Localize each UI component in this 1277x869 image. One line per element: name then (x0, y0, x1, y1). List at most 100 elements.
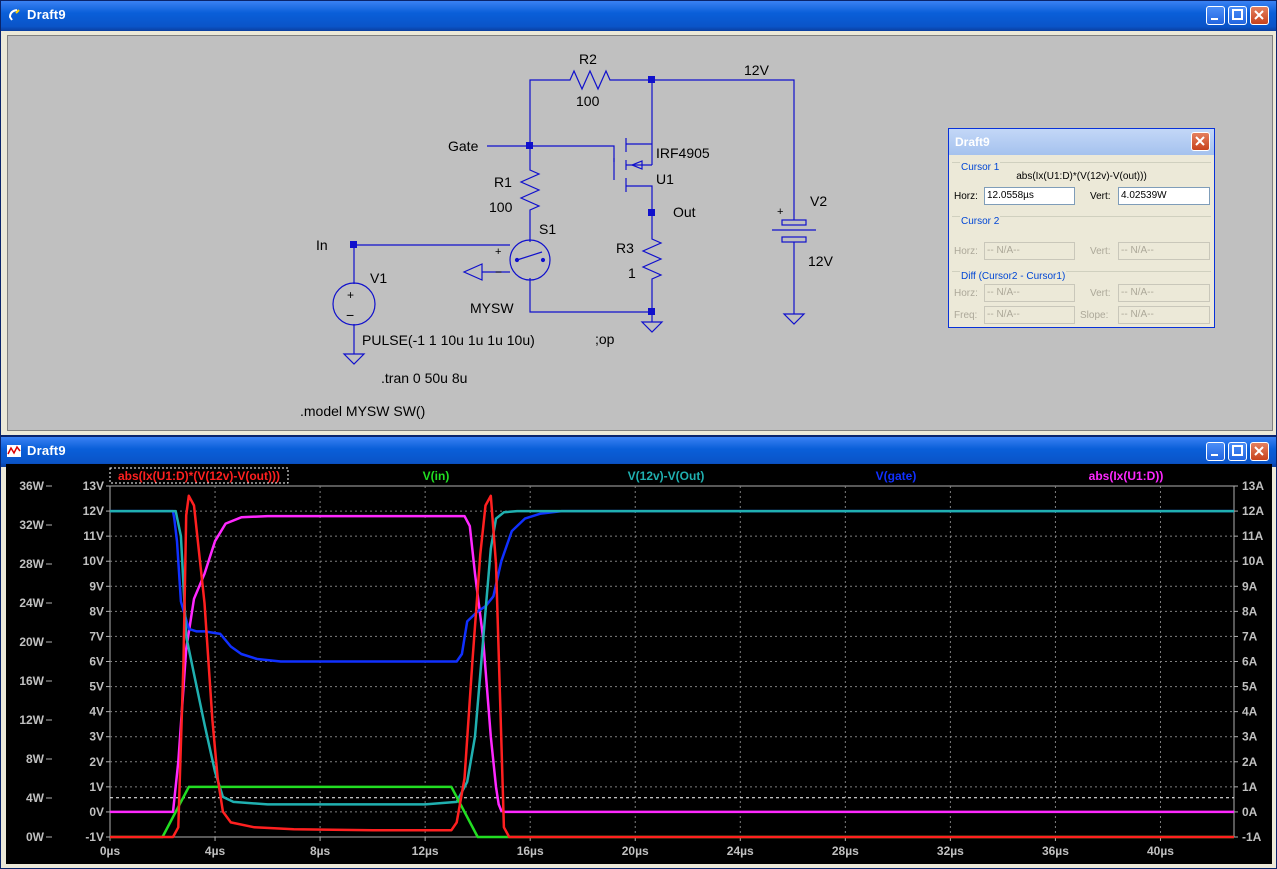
diff-slope-field: -- N/A-- (1118, 306, 1210, 324)
y-tick-label-watts: 36W (19, 479, 44, 493)
y-tick-label-watts: 12W (19, 713, 44, 727)
y-tick-label-volts: 6V (89, 655, 104, 669)
svg-text:−: − (495, 265, 502, 279)
model-directive: .model MYSW SW() (300, 403, 425, 419)
schematic-canvas[interactable]: + − + − + R2 100 12V Gate R1 100 IRF4905… (7, 35, 1273, 431)
r2-resistor (562, 69, 652, 91)
wire (529, 278, 652, 313)
v2-plate (781, 219, 807, 226)
y-tick-label-volts: 12V (83, 504, 104, 518)
out-net-label: Out (673, 204, 696, 220)
y-tick-label-amps: 9A (1242, 579, 1258, 593)
trace-legend-label: V(12v)-V(Out) (628, 469, 705, 483)
y-tick-label-amps: 2A (1242, 755, 1258, 769)
y-tick-label-amps: 13A (1242, 479, 1264, 493)
svg-text:+: + (347, 288, 354, 302)
cursor1-horz-field[interactable]: 12.0558µs (984, 187, 1075, 205)
y-tick-label-volts: 2V (89, 755, 104, 769)
junction-dot (648, 209, 655, 216)
diff-horz-label: Horz: (954, 288, 978, 299)
y-tick-label-watts: 0W (26, 830, 45, 844)
r3-name: R3 (616, 240, 634, 256)
y-tick-label-amps: 6A (1242, 655, 1258, 669)
x-tick-label: 16µs (517, 844, 544, 858)
diff-horz-field: -- N/A-- (984, 284, 1075, 302)
y-tick-label-volts: 3V (89, 730, 104, 744)
trace-vds (110, 509, 1234, 806)
y-tick-label-amps: 8A (1242, 604, 1258, 618)
y-tick-label-amps: -1A (1242, 830, 1262, 844)
x-tick-label: 40µs (1147, 844, 1174, 858)
schematic-window-title: Draft9 (27, 7, 66, 22)
v2-ground (782, 242, 806, 325)
cursor-dialog-titlebar[interactable]: Draft9 (949, 129, 1214, 155)
x-tick-label: 36µs (1042, 844, 1069, 858)
junction-dot (648, 76, 655, 83)
diff-vert-field: -- N/A-- (1118, 284, 1210, 302)
minimize-button[interactable] (1206, 442, 1225, 461)
diff-freq-field: -- N/A-- (984, 306, 1075, 324)
y-tick-label-watts: 4W (26, 791, 45, 805)
x-tick-label: 28µs (832, 844, 859, 858)
svg-text:+: + (777, 206, 783, 218)
trace-legend-label: abs(Ix(U1:D)) (1089, 469, 1164, 483)
trace-power (110, 494, 1234, 839)
r1-resistor (519, 146, 541, 242)
y-tick-label-amps: 4A (1242, 705, 1258, 719)
y-tick-label-volts: 10V (83, 554, 104, 568)
u1-name: U1 (656, 171, 674, 187)
y-tick-label-volts: -1V (85, 830, 104, 844)
svg-text:−: − (346, 307, 354, 323)
v1-ground (342, 324, 366, 365)
maximize-button[interactable] (1228, 6, 1247, 25)
close-button[interactable] (1250, 6, 1269, 25)
y-tick-label-volts: 0V (89, 805, 104, 819)
cursor1-vert-label: Vert: (1090, 191, 1111, 202)
y-tick-label-volts: 7V (89, 629, 104, 643)
junction-dot (350, 241, 357, 248)
trace-vgate (110, 509, 1234, 663)
maximize-button[interactable] (1228, 442, 1247, 461)
y-tick-label-watts: 24W (19, 596, 44, 610)
minimize-button[interactable] (1206, 6, 1225, 25)
waveform-window-title: Draft9 (27, 443, 66, 458)
schematic-drawing: + − + − + R2 100 12V Gate R1 100 IRF4905… (300, 51, 834, 419)
wire (652, 79, 795, 207)
diff-slope-label: Slope: (1080, 310, 1109, 321)
s1-ground (462, 263, 510, 281)
gate-wire (487, 145, 615, 162)
cursor2-vert-field: -- N/A-- (1118, 242, 1210, 260)
cursor2-vert-label: Vert: (1090, 246, 1111, 257)
cursor1-horz-label: Horz: (954, 191, 978, 202)
y-tick-label-volts: 8V (89, 604, 104, 618)
s1-switch (509, 239, 551, 281)
switch-blade (516, 251, 543, 261)
v2-value: 12V (808, 253, 834, 269)
x-tick-label: 24µs (727, 844, 754, 858)
mosfet-terminals (626, 143, 653, 213)
cursor-dialog-title: Draft9 (955, 135, 990, 149)
cursor-dialog-close-button[interactable] (1191, 132, 1210, 151)
ltspice-schematic-icon (8, 9, 20, 21)
waveform-titlebar[interactable]: Draft9 (1, 437, 1276, 467)
y-tick-label-amps: 10A (1242, 554, 1264, 568)
cursor1-group: Cursor 1 abs(Ix(U1:D)*(V(12v)-V(out))) H… (952, 162, 1211, 211)
cursor2-group: Cursor 2 Horz: -- N/A-- Vert: -- N/A-- (952, 216, 1211, 265)
in-net-label: In (316, 237, 328, 253)
close-button[interactable] (1250, 442, 1269, 461)
x-tick-label: 0µs (100, 844, 121, 858)
trace-id (110, 514, 1234, 814)
waveform-icon (7, 445, 21, 457)
y-tick-label-amps: 7A (1242, 629, 1258, 643)
op-directive: ;op (595, 331, 615, 347)
schematic-titlebar[interactable]: Draft9 (1, 1, 1276, 31)
junction-dot (648, 308, 655, 315)
cursor2-horz-label: Horz: (954, 246, 978, 257)
diff-group: Diff (Cursor2 - Cursor1) Horz: -- N/A-- … (952, 271, 1211, 326)
cursor1-vert-field[interactable]: 4.02539W (1118, 187, 1210, 205)
cursor1-label: Cursor 1 (960, 162, 1001, 173)
y-tick-label-amps: 5A (1242, 680, 1258, 694)
y-tick-label-volts: 1V (89, 780, 104, 794)
